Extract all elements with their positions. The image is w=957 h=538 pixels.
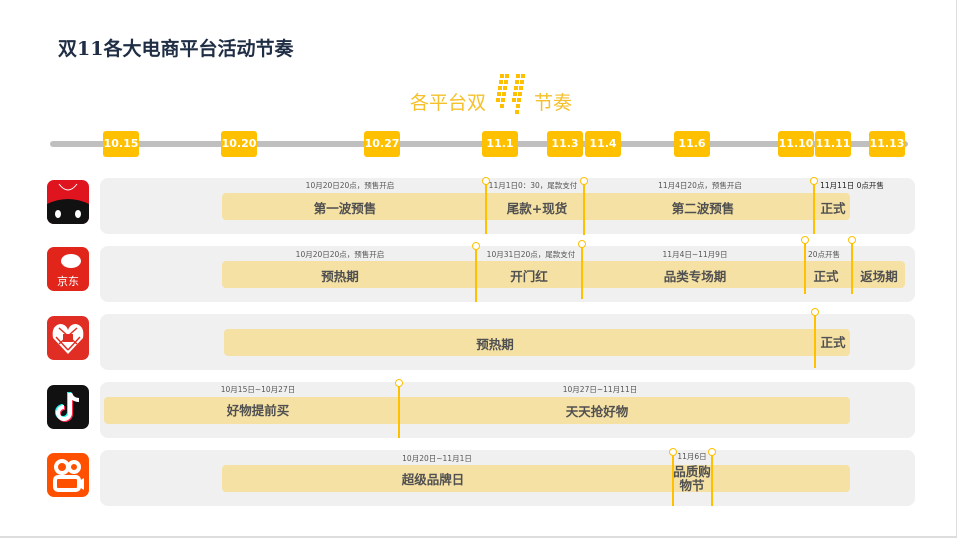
- tmall-icon: [47, 180, 89, 224]
- kuaishou-icon: [47, 453, 89, 497]
- douyin-icon: [47, 385, 89, 429]
- note: 10月15日~10月27日: [220, 385, 296, 394]
- jd-icon: 京东: [47, 247, 89, 291]
- svg-text:京东: 京东: [57, 274, 79, 288]
- date-marker: 10.15: [103, 131, 139, 157]
- time-pin: [810, 177, 818, 234]
- subtitle-left: 各平台双: [410, 92, 487, 114]
- phase-label: 返场期: [860, 269, 898, 284]
- time-pin: [848, 236, 856, 294]
- time-pin: [578, 240, 586, 299]
- phase-bar: [104, 397, 850, 424]
- phase-label: 正式: [820, 201, 846, 216]
- time-pin: [482, 177, 490, 234]
- phase-label: 第一波预售: [313, 201, 377, 216]
- date-marker: 11.6: [674, 131, 710, 157]
- time-pin: [801, 236, 809, 294]
- time-pin: [669, 448, 677, 506]
- phase-label: 预热期: [476, 337, 514, 352]
- phase-label: 开门红: [510, 269, 548, 284]
- time-pin: [395, 379, 403, 438]
- phase-label: 正式: [820, 335, 846, 350]
- time-pin: [708, 448, 716, 506]
- phase-label: 正式: [813, 269, 839, 284]
- date-marker: 10.20: [221, 131, 257, 157]
- phase-bar: [222, 465, 850, 492]
- date-marker: 11.4: [585, 131, 621, 157]
- note: 11月6日: [677, 452, 707, 461]
- phase-label: 天天抢好物: [565, 404, 629, 419]
- note: 10月20日20点，预售开启: [305, 181, 395, 190]
- time-pin: [580, 177, 588, 235]
- page-title: 双11各大电商平台活动节奏: [58, 38, 294, 60]
- date-marker: 11.10: [778, 131, 814, 157]
- phase-label: 超级品牌日: [401, 472, 465, 487]
- note: 10月31日20点，尾款支付: [486, 250, 576, 259]
- note: 11月11日 0点开售: [820, 181, 884, 190]
- date-marker: 11.3: [547, 131, 583, 157]
- phase-label: 品类专场期: [663, 269, 727, 284]
- date-marker: 11.13: [869, 131, 905, 157]
- subtitle-right: 节奏: [534, 92, 573, 114]
- phase-bar: [222, 261, 905, 288]
- date-marker: 11.11: [815, 131, 851, 157]
- note: 11月4日20点，预售开启: [658, 181, 742, 190]
- note: 10月20日~11月1日: [402, 454, 472, 463]
- time-pin: [472, 242, 480, 302]
- note: 11月1日0：30，尾款支付: [488, 181, 578, 190]
- phase-label: 尾款+现货: [506, 201, 568, 216]
- phase-bar: [224, 329, 850, 356]
- pinduoduo-icon: [47, 316, 89, 360]
- double-eleven-logo: [496, 74, 525, 114]
- phase-label: 好物提前买: [226, 403, 290, 418]
- phase-bar: [222, 193, 850, 220]
- note: 20点开售: [807, 250, 841, 259]
- note: 11月4日~11月9日: [662, 250, 728, 259]
- time-pin: [811, 308, 819, 368]
- date-marker: 10.27: [364, 131, 400, 157]
- phase-label: 预热期: [321, 269, 359, 284]
- note: 10月20日20点，预售开启: [295, 250, 385, 259]
- phase-label: 品质购 物节: [673, 464, 711, 493]
- phase-label: 第二波预售: [671, 201, 735, 216]
- note: 10月27日~11月11日: [562, 385, 638, 394]
- timeline-axis: [50, 141, 908, 147]
- date-marker: 11.1: [482, 131, 518, 157]
